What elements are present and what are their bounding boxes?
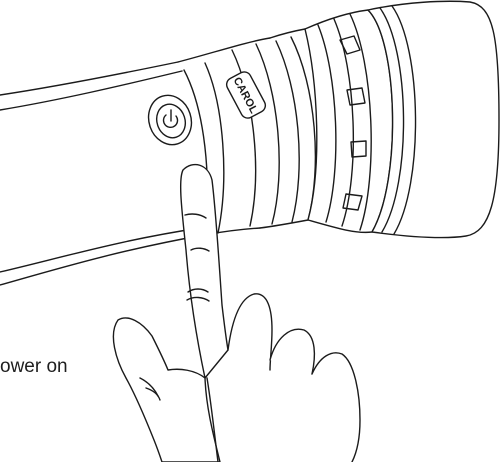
ring-bands <box>232 29 315 228</box>
power-button[interactable] <box>142 90 197 151</box>
knurled-collar <box>305 10 393 232</box>
caption-text: ower on <box>0 357 68 376</box>
brand-badge: CAROL <box>224 69 268 120</box>
